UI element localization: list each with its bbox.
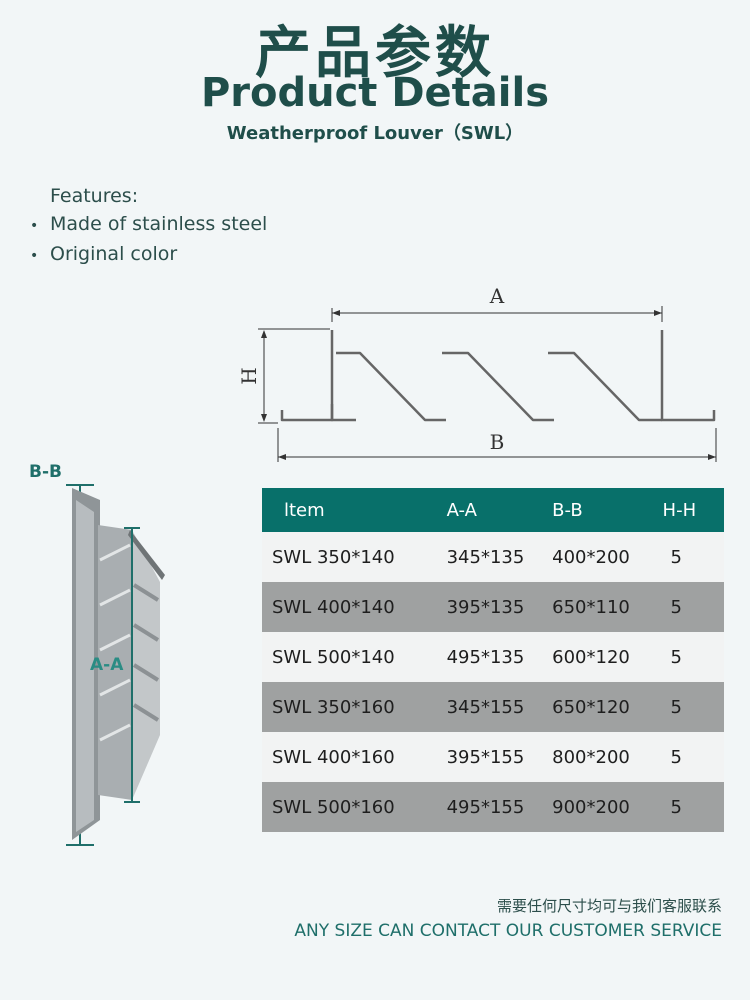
col-header-hh: H-H: [652, 488, 724, 532]
louver-profile: [280, 330, 716, 422]
cell-item: SWL 400*160: [262, 732, 447, 782]
cell-aa: 495*155: [446, 782, 553, 832]
spec-table: ltem A-A B-B H-H SWL 350*140 345*135 400…: [262, 488, 724, 832]
cell-bb: 400*200: [552, 532, 653, 582]
cell-aa: 395*135: [446, 582, 553, 632]
cell-aa: 495*135: [446, 632, 553, 682]
table-row: SWL 400*140 395*135 650*110 5: [262, 582, 724, 632]
product-subtitle: Weatherproof Louver（SWL）: [226, 123, 524, 144]
col-header-bb: B-B: [552, 488, 653, 532]
cell-item: SWL 350*160: [262, 682, 447, 732]
footer-note-cn: 需要任何尺寸均可与我们客服联系: [496, 897, 722, 915]
table-header-row: ltem A-A B-B H-H: [262, 488, 724, 532]
cell-hh: 5: [652, 782, 724, 832]
cell-bb: 800*200: [552, 732, 653, 782]
cell-hh: 5: [652, 732, 724, 782]
label-h: H: [237, 367, 261, 384]
table-row: SWL 500*160 495*155 900*200 5: [262, 782, 724, 832]
label-b: B: [490, 430, 505, 454]
cell-item: SWL 500*160: [262, 782, 447, 832]
cell-item: SWL 500*140: [262, 632, 447, 682]
label-bb: B-B: [29, 462, 62, 482]
cell-hh: 5: [652, 682, 724, 732]
feature-item: Made of stainless steel: [30, 210, 267, 240]
cell-aa: 345*135: [446, 532, 553, 582]
feature-item: Original color: [30, 240, 267, 270]
col-header-item: ltem: [262, 488, 447, 532]
louver-side-view: [66, 484, 165, 846]
cell-hh: 5: [652, 632, 724, 682]
col-header-aa: A-A: [446, 488, 553, 532]
cell-item: SWL 350*140: [262, 532, 447, 582]
cell-bb: 650*120: [552, 682, 653, 732]
dimension-arrows: [261, 310, 716, 460]
cell-hh: 5: [652, 532, 724, 582]
cell-bb: 600*120: [552, 632, 653, 682]
page-title-en: Product Details: [200, 70, 550, 116]
features-heading: Features:: [50, 185, 139, 207]
cell-bb: 650*110: [552, 582, 653, 632]
cell-aa: 345*155: [446, 682, 553, 732]
features-list: Features: Made of stainless steel Origin…: [30, 182, 267, 270]
footer-note-en: ANY SIZE CAN CONTACT OUR CUSTOMER SERVIC…: [294, 921, 722, 941]
label-a: A: [489, 284, 505, 308]
table-row: SWL 350*140 345*135 400*200 5: [262, 532, 724, 582]
table-row: SWL 400*160 395*155 800*200 5: [262, 732, 724, 782]
cell-bb: 900*200: [552, 782, 653, 832]
cell-hh: 5: [652, 582, 724, 632]
page-title-cn: 产品参数: [255, 21, 495, 86]
label-aa: A-A: [90, 655, 124, 675]
table-row: SWL 500*140 495*135 600*120 5: [262, 632, 724, 682]
cell-aa: 395*155: [446, 732, 553, 782]
dimension-lines: [258, 306, 717, 462]
cell-item: SWL 400*140: [262, 582, 447, 632]
table-row: SWL 350*160 345*155 650*120 5: [262, 682, 724, 732]
